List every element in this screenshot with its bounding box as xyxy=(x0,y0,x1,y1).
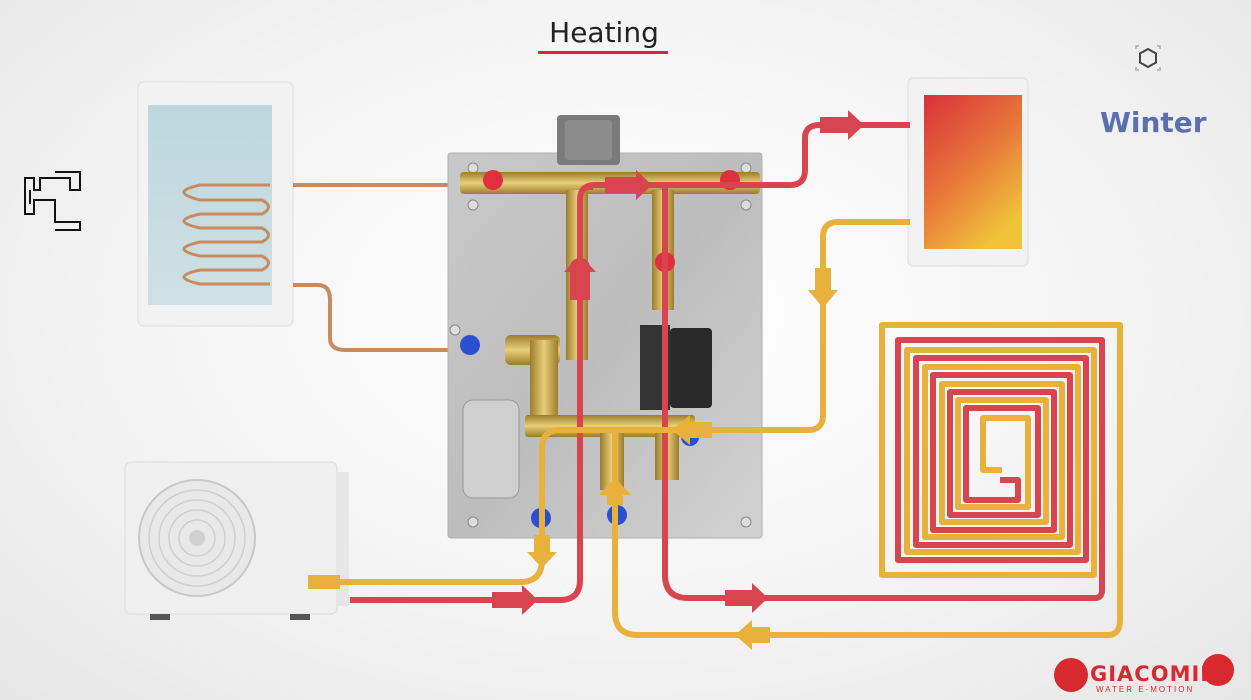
brass-fittings xyxy=(460,172,760,499)
heat-exchanger-coil xyxy=(182,183,270,286)
arrow-right-radiator xyxy=(820,110,864,140)
logo-badge-right xyxy=(1202,654,1234,686)
title-underline xyxy=(538,51,668,54)
arrow-right-manifold xyxy=(605,170,652,200)
arrow-up-supply xyxy=(564,255,596,300)
arrow-up-floor-return xyxy=(599,478,631,505)
season-label: Winter xyxy=(1100,106,1207,139)
brand-logo: GIACOMINI WATER E-MOTION xyxy=(1054,654,1234,698)
flow-arrows xyxy=(308,110,864,650)
arrow-down-heatpump xyxy=(527,535,557,568)
settings-icon[interactable] xyxy=(1134,44,1162,72)
zone-valve-actuator xyxy=(557,115,620,165)
arrow-right-floor xyxy=(725,583,768,613)
arrow-right-heatpump xyxy=(492,585,538,615)
fan-icon xyxy=(138,479,256,597)
valve-blue-1 xyxy=(460,335,480,355)
heat-pump-outdoor-unit xyxy=(124,461,349,620)
heatpump-outlet xyxy=(308,575,340,589)
hot-flow-pipes xyxy=(350,122,1105,603)
tank-coil-return-pipe xyxy=(293,283,460,352)
arrow-down-return xyxy=(808,268,838,308)
logo-badge xyxy=(1054,658,1088,692)
page-title: Heating xyxy=(549,16,659,49)
faucet-icon xyxy=(24,171,81,231)
brand-tagline: WATER E-MOTION xyxy=(1096,685,1195,694)
arrow-left-return xyxy=(672,415,712,445)
hot-water-tank xyxy=(137,81,294,327)
arrow-left-floor xyxy=(735,620,770,650)
radiator xyxy=(907,77,1029,267)
circulator-pump xyxy=(640,325,712,410)
valve-red-1 xyxy=(483,170,503,190)
